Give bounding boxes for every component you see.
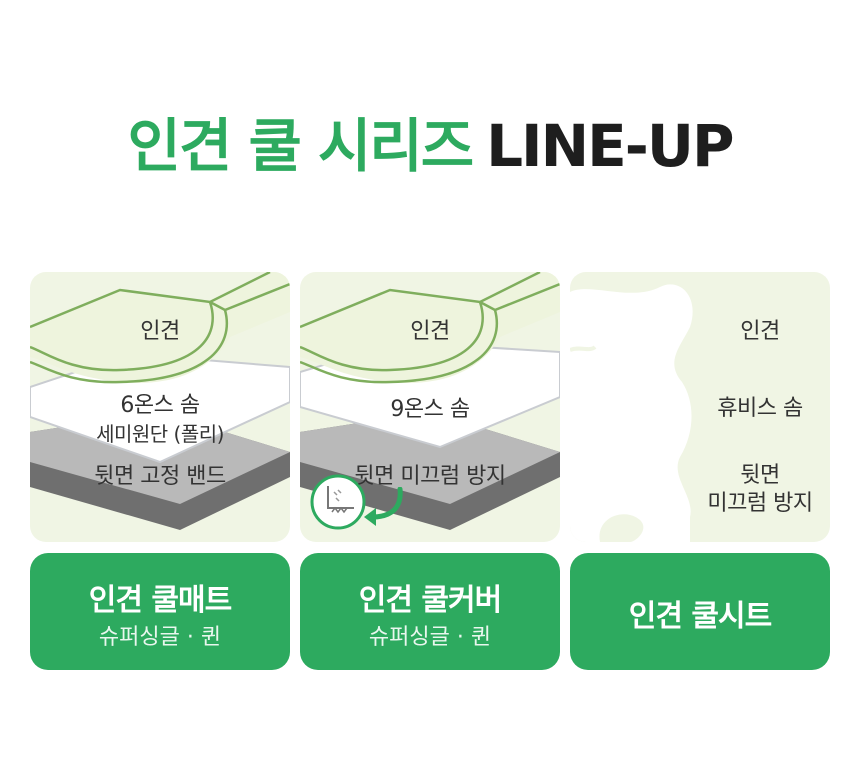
title-series: 인견 쿨 시리즈 (127, 112, 475, 180)
product-sizes: 슈퍼싱글 · 퀸 (98, 625, 222, 650)
layer-rayon: 인견 (410, 319, 450, 344)
layer-back: 뒷면 (740, 463, 780, 488)
title-lineup: LINE-UP (486, 112, 734, 180)
layer-anti-slip: 미끄럼 방지 (707, 491, 813, 516)
curved-arrow-icon (364, 487, 403, 526)
layer-anti-slip: 뒷면 미끄럼 방지 (354, 464, 506, 489)
cool-mat-illustration: 인견 6온스 솜 세미원단 (폴리) 뒷면 고정 밴드 (30, 272, 290, 542)
product-cool-mat[interactable]: 인견 쿨매트 슈퍼싱글 · 퀸 (30, 553, 290, 670)
layer-band: 뒷면 고정 밴드 (94, 464, 226, 489)
product-name: 인견 쿨매트 (88, 583, 232, 618)
cool-cover-illustration: 인견 9온스 솜 뒷면 미끄럼 방지 (300, 272, 560, 542)
product-name: 인견 쿨커버 (358, 583, 502, 618)
anti-slip-icon (310, 474, 366, 530)
layer-padding: 휴비스 솜 (717, 396, 803, 421)
layer-rayon: 인견 (740, 319, 780, 344)
layer-fabric: 세미원단 (폴리) (96, 422, 224, 446)
layer-padding: 6온스 솜 (120, 393, 200, 418)
product-cool-sheet[interactable]: 인견 쿨시트 (570, 553, 830, 670)
layer-rayon: 인견 (140, 319, 180, 344)
product-cool-cover[interactable]: 인견 쿨커버 슈퍼싱글 · 퀸 (300, 553, 560, 670)
product-sizes: 슈퍼싱글 · 퀸 (368, 625, 492, 650)
product-name: 인견 쿨시트 (628, 599, 772, 634)
layer-padding: 9온스 솜 (390, 397, 470, 422)
cool-sheet-illustration: 인견 휴비스 솜 뒷면 미끄럼 방지 (570, 272, 830, 542)
